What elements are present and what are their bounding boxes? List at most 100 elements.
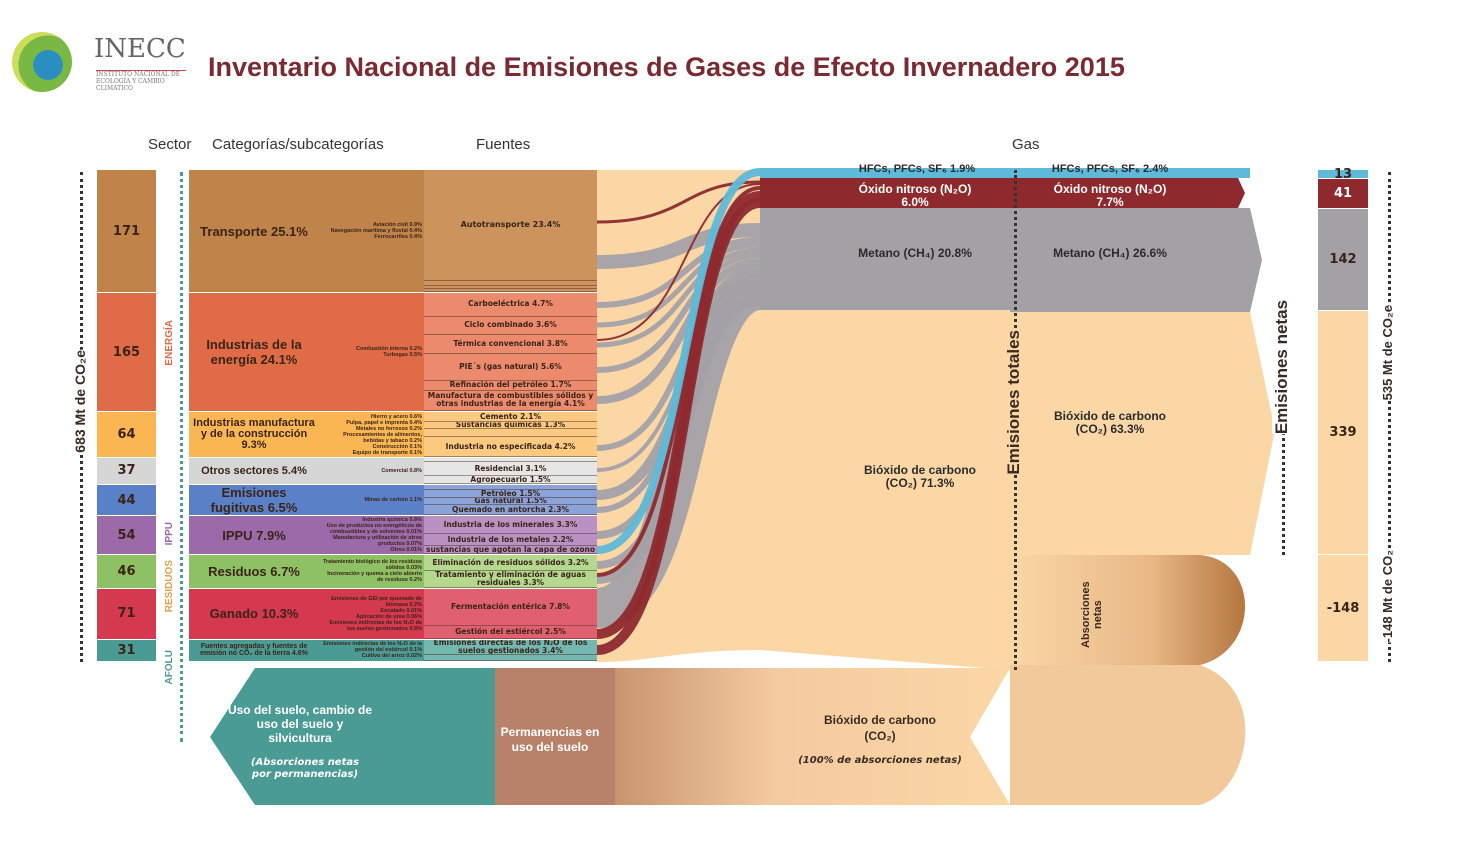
col-header-sources: Fuentes — [476, 136, 531, 153]
source-item: Gas natural 1.5% — [424, 498, 597, 505]
subcategory-item: Encalado 0.01% — [380, 607, 422, 614]
gas-total-co2: Bióxido de carbono (CO₂) 71.3% — [863, 463, 976, 490]
source-item — [424, 458, 597, 463]
gas-n2o-block — [760, 178, 1238, 208]
subcategory-item: Navegación marítima y fluvial 0.4% — [330, 228, 422, 235]
flow-ribbon — [596, 252, 761, 373]
net-segment: 339 — [1318, 311, 1368, 556]
source-item: Industria no especificada 4.2% — [424, 437, 597, 458]
subcategory-item: Equipo de transporte 0.1% — [352, 449, 422, 456]
arrow-land-use — [210, 668, 495, 805]
subcategory-item: Construcción 0.1% — [372, 443, 422, 450]
source-item — [424, 289, 597, 293]
gas-co2-net-arrow — [1010, 312, 1275, 555]
bottom-co2-note: (100% de absorciones netas) — [798, 755, 962, 766]
subcategory-item: Procesamientes de alimentos, bebidas y t… — [343, 431, 422, 444]
emisiones-totales-label: Emisiones totales — [1004, 330, 1024, 475]
gas-n2o-arrow — [1238, 178, 1245, 208]
category-label: Emisiones fugitivas 6.5% — [210, 485, 298, 516]
sector-segment: 54 — [97, 516, 156, 556]
sector-segment: 71 — [97, 588, 156, 640]
subcategory-item: Cultivo del arroz 0.02% — [361, 653, 422, 660]
category-block: Ganado 10.3%Emisiones de GEI por quemado… — [189, 588, 597, 640]
sector-segment: 64 — [97, 412, 156, 459]
category-block: Residuos 6.7% Tratamiento biológico de lo… — [189, 555, 597, 589]
subcategory-item: Incineración y quema a cielo abierto de … — [327, 571, 422, 584]
source-item: Residencial 3.1% — [424, 462, 597, 477]
source-list: Carboeléctrica 4.7%Ciclo combinado 3.6%T… — [424, 293, 597, 412]
source-item: Industria de los metales 2.2% — [424, 534, 597, 547]
source-item: Emisiones directas de los N₂O de los sue… — [424, 640, 597, 655]
category-label: Industrias manufactura y de la construcc… — [193, 417, 315, 452]
absorciones-netas-label: Absorciones netas — [1080, 581, 1104, 649]
net-segment: 41 — [1318, 179, 1368, 209]
subcategory-list: Minas de carbón 1.1% — [319, 485, 424, 516]
subcategory-item: Uso de productos no energéticos de combu… — [326, 523, 422, 536]
category-block: Industrias de la energía 24.1% Combustión… — [189, 293, 597, 413]
permanencias-label: Permanencias en uso del suelo — [500, 725, 600, 754]
subcategory-list: Aviación civil 0.9%Navegación marítima y… — [319, 170, 424, 292]
subcategory-list: Emisiones de GEI por quemado de biomasa … — [319, 589, 424, 639]
col-header-categories: Categorías/subcategorías — [212, 136, 384, 153]
source-item: Gestión del estiércol 2.5% — [424, 626, 597, 639]
category-block: IPPU 7.9%Industria química 0.8%Uso de pr… — [189, 516, 597, 556]
subcategory-item: Emisiones de GEI por quemado de biomasa … — [331, 595, 422, 608]
source-item: Manufactura de combustibles sólidos y ot… — [424, 391, 597, 412]
inecc-emblem-icon — [12, 32, 72, 92]
category-block: Industrias manufactura y de la construcc… — [189, 412, 597, 459]
subcategory-list: Comercial 0.8% — [319, 458, 424, 484]
subcategory-list: Emisiones indirectas de los N₂O de la ge… — [319, 640, 424, 661]
source-item: Eliminación de residuos sólidos 3.2% — [424, 555, 597, 572]
source-item: Ciclo combinado 3.6% — [424, 317, 597, 335]
category-block: Otros sectores 5.4% Comercial 0.8%Residen… — [189, 458, 597, 485]
subcategory-item: Tratamiento biológico de los residuos só… — [322, 559, 422, 572]
gas-ch4-arrow — [1010, 208, 1262, 312]
sector-segment: 44 — [97, 484, 156, 517]
subcategory-item: Comercial 0.8% — [381, 467, 422, 474]
subcategory-list: Combustión interna 0.2%Turbogas 0.5% — [319, 293, 424, 411]
source-item: Uso de productos sustitutos de las susta… — [424, 546, 597, 555]
category-label: Industrias de la energía 24.1% — [206, 337, 302, 368]
source-list: Autotransporte 23.4% — [424, 170, 597, 293]
source-item: Agropecuario 1.5% — [424, 476, 597, 484]
flow-absorption-loop — [1010, 555, 1245, 665]
sector-segment: 165 — [97, 293, 156, 413]
arrow-permanencias — [495, 668, 615, 805]
net-label: 535 Mt de CO₂e — [1380, 305, 1395, 401]
subcategory-item: Emisiones indirectas de los N₂O de los s… — [329, 619, 422, 632]
category-label: Otros sectores 5.4% — [201, 464, 307, 477]
sector-segment: 46 — [97, 555, 156, 589]
gas-net-n2o: Óxido nitroso (N₂O) 7.7% — [1053, 182, 1167, 209]
subcategory-list: Hierro y acero 0.6%Pulpa, papel e impren… — [319, 412, 424, 457]
source-item: Industria de los minerales 3.3% — [424, 516, 597, 535]
category-label: Residuos 6.7% — [208, 563, 300, 579]
category-block: Emisiones fugitivas 6.5% Minas de carbón … — [189, 484, 597, 517]
flow-ribbon — [596, 247, 761, 348]
gas-net-hfc: HFCs, PFCs, SF₆ 2.4% — [1051, 163, 1169, 175]
net-segment: 13 — [1318, 167, 1368, 182]
flow-ribbon — [596, 198, 761, 655]
flow-ribbon — [596, 237, 761, 308]
subcategory-item: Pulpa, papel e imprenta 0.4% — [346, 419, 422, 426]
source-item — [424, 655, 597, 661]
source-item: Carboeléctrica 4.7% — [424, 293, 597, 317]
source-item — [424, 485, 597, 491]
source-item — [424, 429, 597, 438]
source-item: Quemado en antorcha 2.3% — [424, 505, 597, 516]
page-title: Inventario Nacional de Emisiones de Gase… — [208, 52, 1125, 82]
source-list: Petróleo 1.5%Gas natural 1.5%Quemado en … — [424, 484, 597, 516]
gas-net-ch4: Metano (CH₄) 26.6% — [1053, 246, 1167, 260]
net-divider — [1388, 172, 1391, 662]
source-list: Cemento 2.1%Sustancias químicas 1.3%Indu… — [424, 412, 597, 458]
subcategory-item: Industria química 0.8% — [362, 517, 422, 524]
subcategory-item: Combustión interna 0.2% — [355, 346, 422, 353]
bottom-co2-label: Bióxido de carbono (CO₂) — [823, 713, 936, 743]
subcategory-item: Otros 0.01% — [390, 547, 422, 554]
flow-ribbon — [596, 258, 761, 404]
flow-ribbon — [596, 242, 761, 328]
category-label: Fuentes agregadas y fuentes de emisión n… — [200, 643, 308, 658]
subcategory-item: Metales no ferrosos 0.2% — [355, 425, 422, 432]
flow-ribbon — [596, 223, 761, 269]
source-item: Fermentación entérica 7.8% — [424, 589, 597, 626]
source-list: Industria de los minerales 3.3%Industria… — [424, 516, 597, 555]
